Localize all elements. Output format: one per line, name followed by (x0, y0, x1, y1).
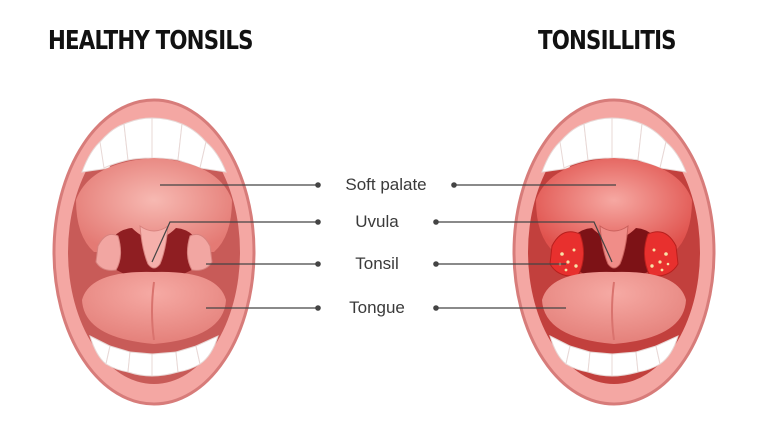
callout-dots (315, 182, 457, 311)
tonsillitis-mouth (512, 98, 716, 406)
healthy-tongue (82, 271, 226, 344)
uvula-label: Uvula (355, 212, 399, 231)
tongue-label: Tongue (349, 298, 405, 317)
healthy-left-tonsil (95, 233, 122, 271)
healthy-mouth (52, 98, 256, 406)
healthy-soft-palate (76, 158, 232, 252)
healthy-upper-teeth (81, 117, 227, 173)
tonsillitis-lower-teeth (549, 335, 679, 377)
healthy-lower-teeth (89, 335, 219, 377)
healthy-right-tonsil (186, 233, 213, 271)
soft-palate-label: Soft palate (345, 175, 427, 194)
tonsillitis-tongue (542, 271, 686, 344)
callout-lines (151, 184, 616, 309)
tonsillitis-title: TONSILLITIS (538, 26, 677, 56)
healthy-uvula (139, 224, 169, 269)
tonsillitis-soft-palate (536, 158, 692, 252)
uvula-line-left (151, 221, 318, 263)
tonsil-label: Tonsil (355, 254, 399, 273)
uvula-line-right (436, 221, 613, 263)
tonsillitis-upper-teeth (541, 117, 687, 173)
tonsillitis-uvula (599, 224, 629, 269)
healthy-tonsils-title: HEALTHY TONSILS (48, 26, 253, 56)
